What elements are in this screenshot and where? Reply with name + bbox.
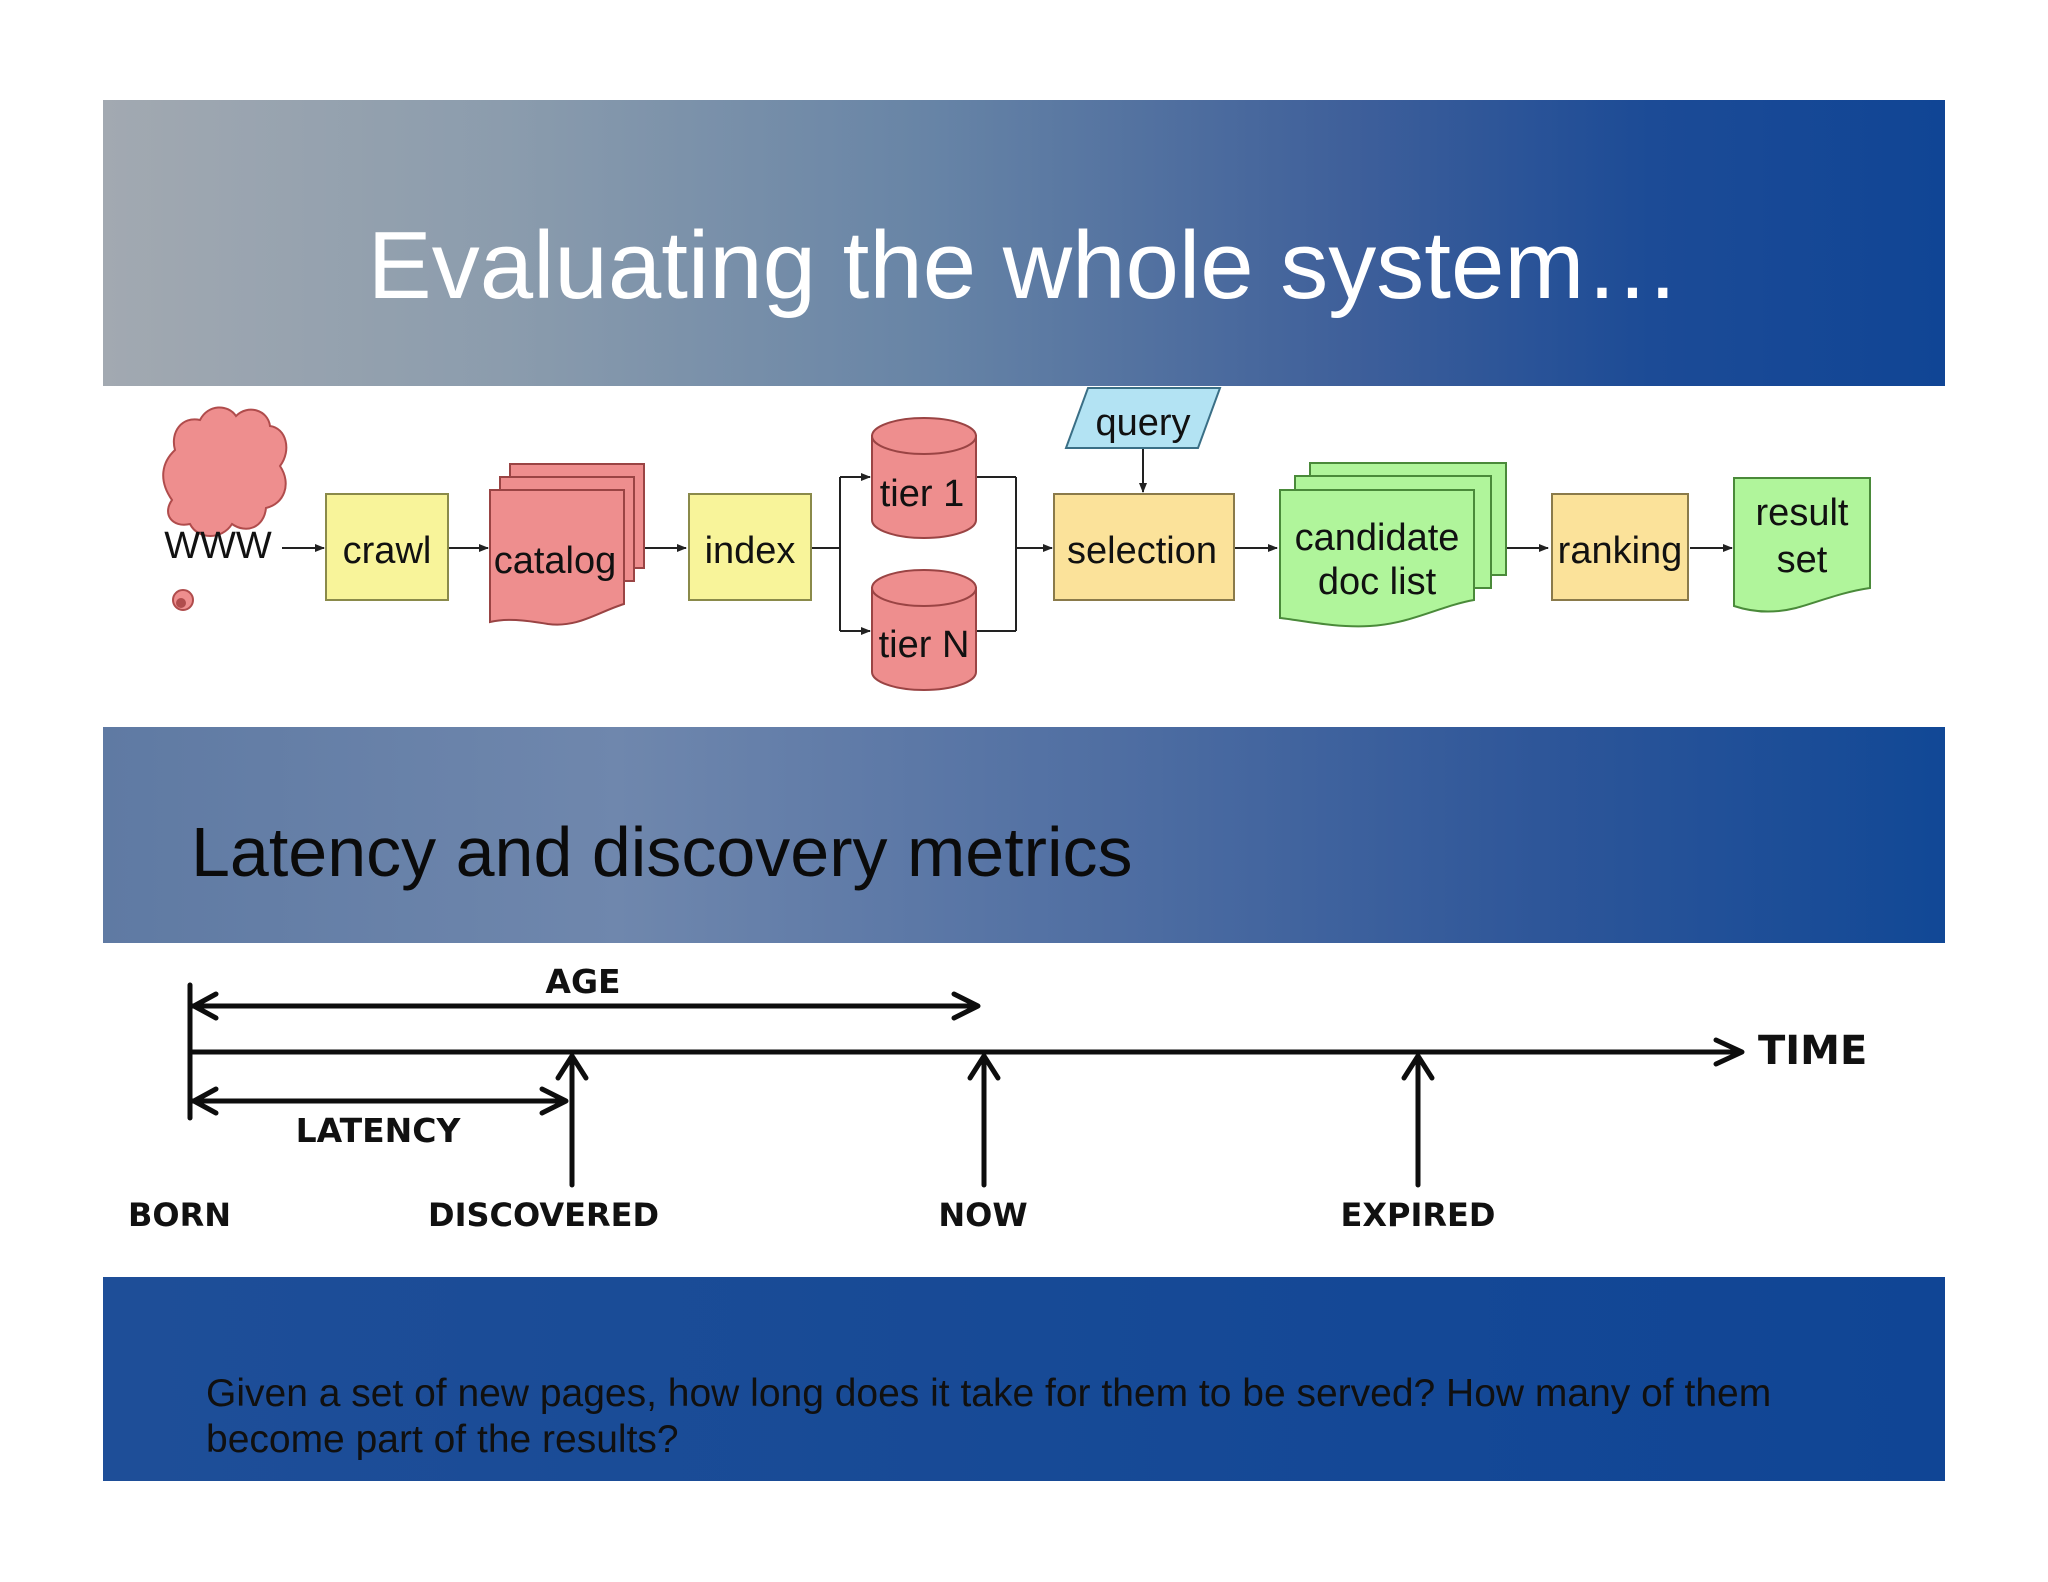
tierN-cylinder: tier N: [871, 569, 977, 691]
section-band: Latency and discovery metrics: [103, 727, 1945, 943]
note-band: Given a set of new pages, how long does …: [103, 1277, 1945, 1481]
tier1-label: tier 1: [880, 473, 964, 515]
www-cloud: WWW: [162, 406, 288, 611]
time-axis-arrowhead: [1713, 1037, 1745, 1067]
title-band: Evaluating the whole system…: [103, 100, 1945, 386]
www-label: WWW: [164, 525, 272, 567]
catalog-stack: catalog: [489, 463, 645, 626]
born-label: BORN: [128, 1196, 231, 1234]
slide-title: Evaluating the whole system…: [367, 212, 1681, 319]
ranking-box: ranking: [1551, 493, 1689, 601]
result-label-line2: set: [1777, 539, 1828, 581]
selection-label: selection: [1067, 530, 1217, 572]
crawl-label: crawl: [343, 530, 432, 572]
section-title: Latency and discovery metrics: [191, 813, 1133, 891]
age-label: AGE: [545, 962, 620, 1001]
candidate-label-line1: candidate: [1295, 517, 1460, 559]
pipeline-diagram: WWW crawl catalog index: [162, 387, 1871, 691]
result-set-document: result set: [1733, 477, 1871, 613]
discovered-label: DISCOVERED: [428, 1196, 659, 1234]
latency-label: LATENCY: [296, 1111, 462, 1150]
expired-label: EXPIRED: [1341, 1196, 1496, 1234]
now-label: NOW: [938, 1196, 1027, 1234]
ranking-label: ranking: [1558, 530, 1683, 572]
index-label: index: [705, 530, 796, 572]
selection-box: selection: [1053, 493, 1235, 601]
candidate-stack: candidate doc list: [1279, 462, 1507, 628]
time-label: TIME: [1758, 1028, 1867, 1074]
pipeline-connectors: [282, 448, 1733, 635]
candidate-label-line2: doc list: [1318, 561, 1437, 603]
question-text: Given a set of new pages, how long does …: [206, 1372, 1772, 1461]
query-label: query: [1095, 402, 1190, 444]
crawl-box: crawl: [325, 493, 449, 601]
index-box: index: [688, 493, 812, 601]
result-label-line1: result: [1756, 492, 1849, 534]
tierN-label: tier N: [879, 624, 970, 666]
query-parallelogram: query: [1064, 387, 1222, 449]
catalog-label: catalog: [494, 540, 617, 582]
tier1-cylinder: tier 1: [871, 417, 977, 539]
